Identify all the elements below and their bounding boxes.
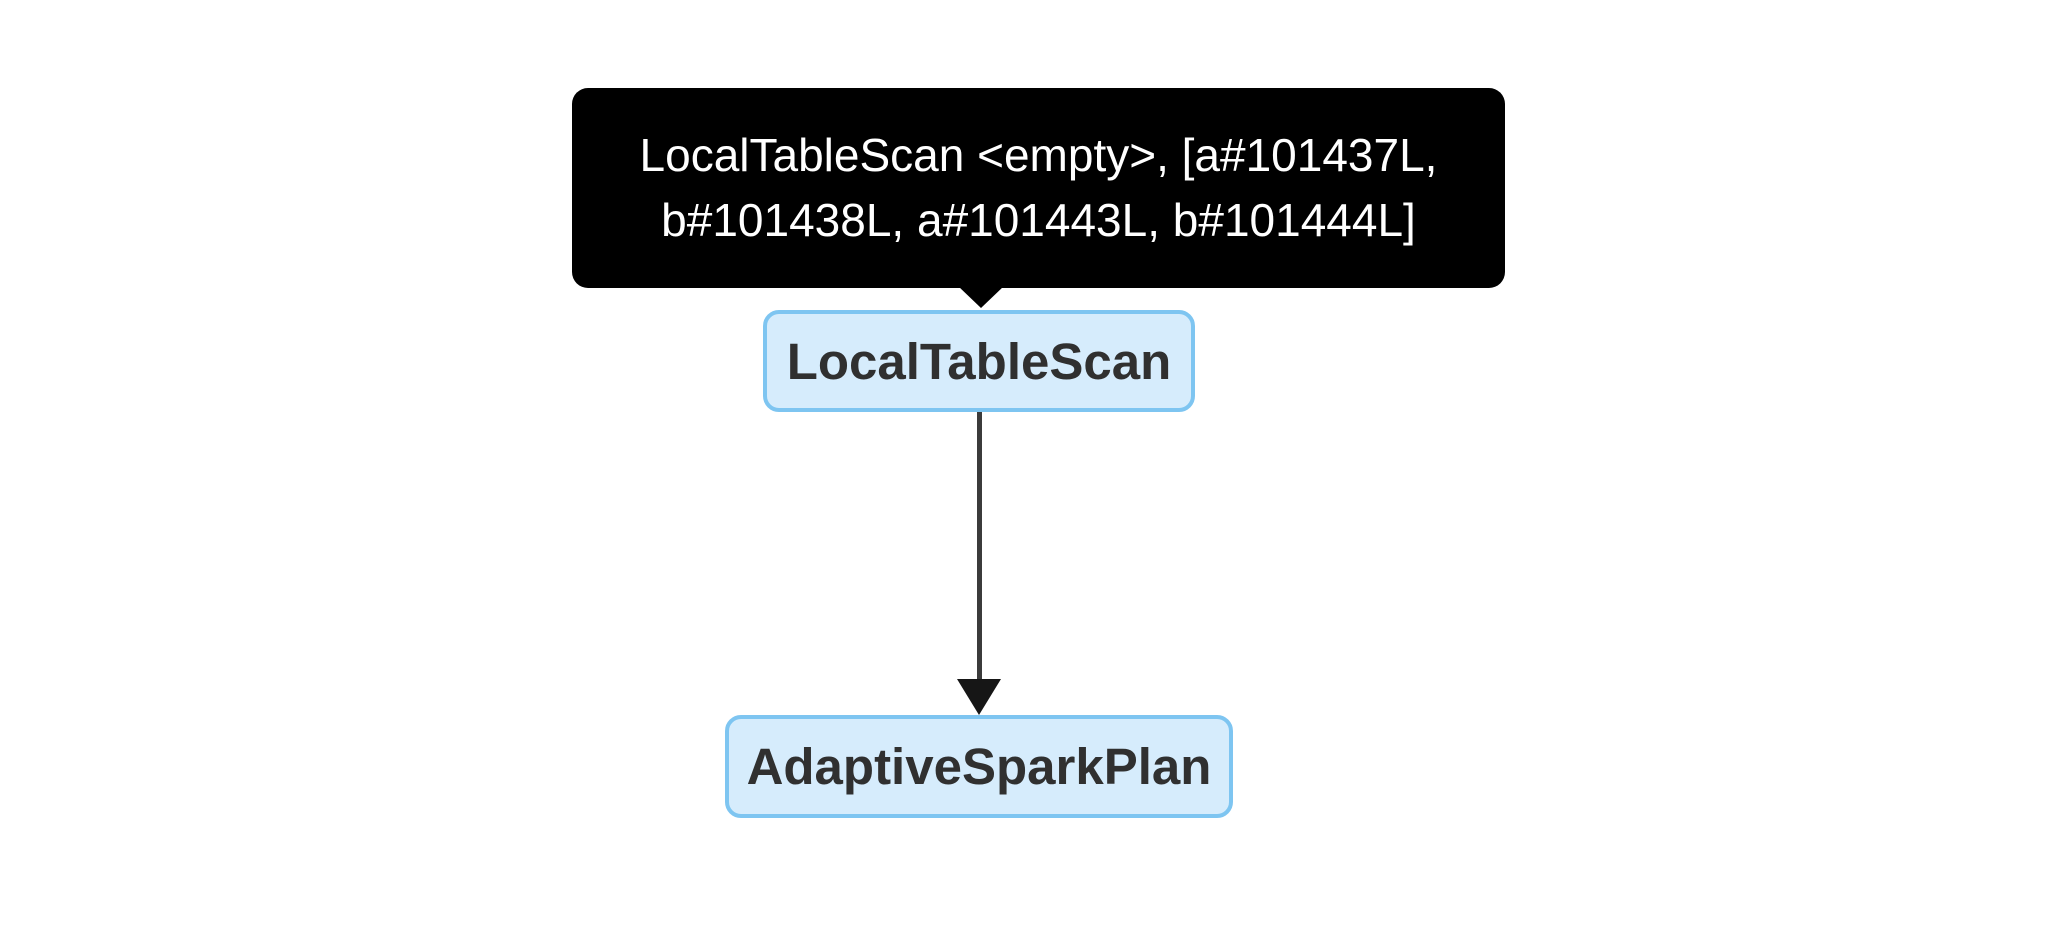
plan-node-adaptivesparkplan[interactable]: AdaptiveSparkPlan <box>725 715 1233 818</box>
arrowhead-icon <box>957 679 1001 715</box>
tooltip-text-line2: b#101438L, a#101443L, b#101444L] <box>661 194 1416 246</box>
tooltip-text-line1: LocalTableScan <empty>, [a#101437L, <box>639 129 1438 181</box>
plan-node-localtablescan-label: LocalTableScan <box>786 332 1172 390</box>
node-tooltip: LocalTableScan <empty>, [a#101437L, b#10… <box>572 88 1505 288</box>
edge-line <box>977 412 982 684</box>
plan-node-adaptivesparkplan-label: AdaptiveSparkPlan <box>746 738 1212 795</box>
plan-node-localtablescan[interactable]: LocalTableScan <box>763 310 1195 412</box>
tooltip-pointer-icon <box>958 286 1004 308</box>
